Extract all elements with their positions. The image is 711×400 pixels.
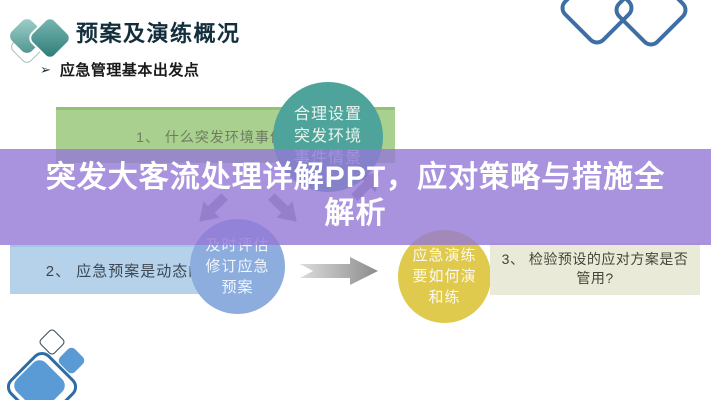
step3-circle: 应急演练 要如何演 和练: [398, 230, 491, 323]
page-title: 预案及演练概况: [76, 21, 241, 46]
step1-circle-line: 突发环境: [293, 128, 362, 145]
section-bullet-label: 应急管理基本出发点: [59, 62, 200, 79]
step3-circle-line: 和练: [428, 289, 461, 306]
outlined-diamond-icon: [609, 0, 693, 52]
step3-circle-line: 要如何演: [412, 268, 477, 285]
arrowhead-bullet-icon: ➢: [40, 62, 51, 77]
step3-bar: 3、 检验预设的应对方案是否管用?: [490, 243, 700, 295]
step3-label: 3、 检验预设的应对方案是否管用?: [501, 251, 689, 286]
step2-label: 2、 应急预案是动态的: [45, 263, 205, 280]
step1-label: 1、 什么突发环境事件情景: [136, 128, 315, 145]
section-bullet: ➢ 应急管理基本出发点: [40, 59, 199, 80]
step3-circle-line: 应急演练: [412, 247, 477, 264]
step1-circle-line: 合理设置: [293, 106, 362, 123]
title-banner-overlay: [0, 149, 711, 245]
step2-circle-line: 修订应急: [205, 258, 270, 275]
banner-headline-line1: 突发大客流处理详解PPT，应对策略与措施全: [45, 161, 666, 194]
flow-arrow-icon: [300, 257, 378, 285]
banner-headline-line2: 解析: [324, 197, 387, 230]
step2-circle-line: 预案: [221, 279, 254, 296]
banner-headline: 突发大客流处理详解PPT，应对策略与措施全 解析: [0, 160, 711, 232]
